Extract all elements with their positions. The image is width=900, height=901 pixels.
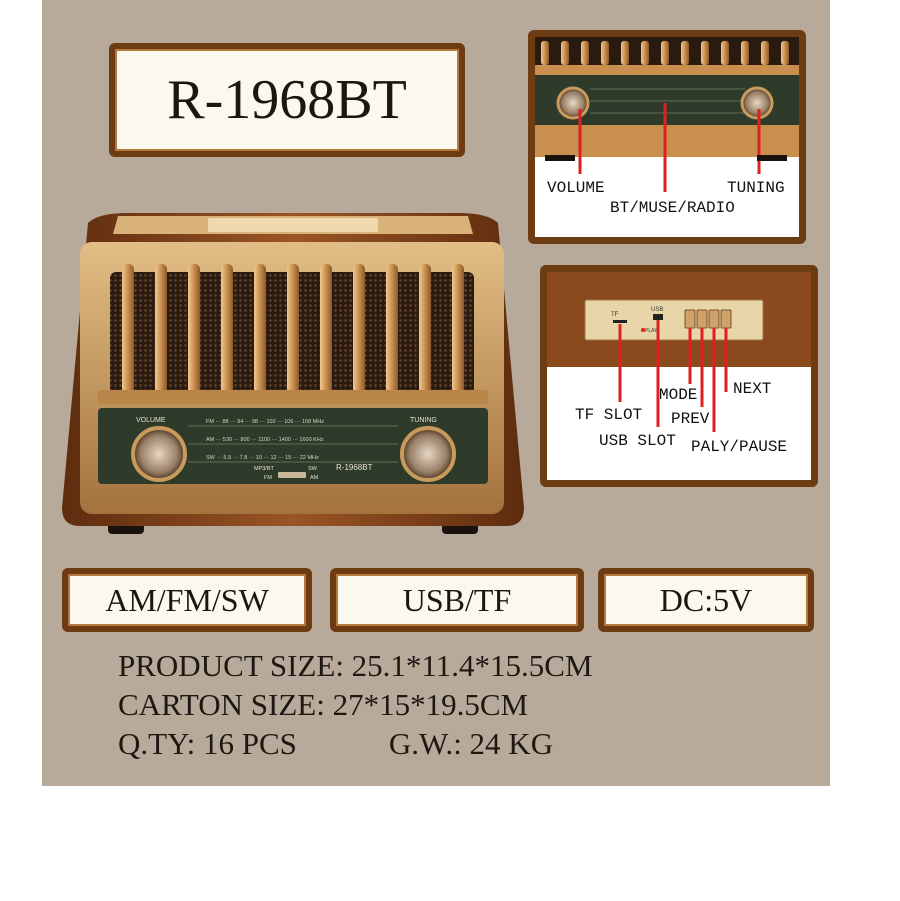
front-photo-volume-knob bbox=[556, 86, 590, 120]
play-mark: PLAY bbox=[645, 328, 658, 334]
dial-tuning-label: TUNING bbox=[410, 417, 437, 424]
feature-box-power: DC:5V bbox=[598, 568, 814, 632]
grille-bar bbox=[353, 264, 365, 394]
feature-usb-tf: USB/TF bbox=[402, 581, 512, 618]
front-photo-grille-bar bbox=[621, 41, 629, 65]
grille-bar bbox=[221, 264, 233, 394]
volume-knob[interactable] bbox=[131, 426, 187, 482]
qty-weight-row: Q.TY: 16 PCS G.W.: 24 KG bbox=[118, 724, 593, 763]
front-photo-grille-bar bbox=[781, 41, 789, 65]
quantity: Q.TY: 16 PCS bbox=[118, 726, 297, 761]
play-pause-callout: PALY/PAUSE bbox=[691, 438, 788, 456]
back-panel-photo: TF USB PLAY bbox=[547, 272, 811, 432]
grille-bar bbox=[452, 264, 464, 394]
back-panel-inset: TF USB PLAY TF SLOT USB SLOT MODE PREV P… bbox=[540, 265, 818, 487]
front-photo-grille-bar bbox=[541, 41, 549, 65]
front-controls-inset: VOLUME BT/MUSE/RADIO TUNING bbox=[528, 30, 806, 244]
gross-weight: G.W.: 24 KG bbox=[388, 726, 554, 761]
dial-mp3-bt-mark: MP3/BT bbox=[254, 466, 275, 472]
grille-bar bbox=[254, 264, 266, 394]
front-photo-grille-bar bbox=[601, 41, 609, 65]
model-name-box: R-1968BT bbox=[109, 43, 465, 157]
tf-slot-mark: TF bbox=[611, 312, 619, 318]
grille-base bbox=[98, 390, 488, 404]
specs-block: PRODUCT SIZE: 25.1*11.4*15.5CM CARTON SI… bbox=[118, 646, 593, 763]
usb-slot-mark: USB bbox=[651, 307, 663, 313]
grille-bars bbox=[122, 264, 464, 394]
prev-callout: PREV bbox=[671, 410, 710, 428]
back-photo-plate bbox=[584, 299, 764, 341]
front-photo-grille-bar bbox=[741, 41, 749, 65]
usb-slot[interactable] bbox=[653, 314, 663, 320]
dial-scale-lines bbox=[188, 425, 398, 463]
front-photo-tuning-knob bbox=[740, 86, 774, 120]
dial-sw-mark: SW bbox=[308, 466, 318, 472]
front-photo-grille-bar bbox=[761, 41, 769, 65]
dial-fm-scale: FM ··· 88 ··· 94 ··· 98 ··· 102 ··· 106 … bbox=[206, 419, 324, 425]
radio-top-display bbox=[208, 218, 378, 232]
grille-bar bbox=[287, 264, 299, 394]
dial-am-mark: AM bbox=[310, 475, 319, 481]
radio-illustration: FM ··· 88 ··· 94 ··· 98 ··· 102 ··· 106 … bbox=[62, 213, 524, 534]
dial-am-scale: AM ··· 530 ··· 800 ··· 1100 ··· 1400 ···… bbox=[206, 437, 324, 443]
dial-fm-mark: FM bbox=[264, 475, 272, 481]
front-photo-grille-bar bbox=[561, 41, 569, 65]
tuning-callout: TUNING bbox=[727, 179, 785, 197]
grille-bar bbox=[419, 264, 431, 394]
product-size: PRODUCT SIZE: 25.1*11.4*15.5CM bbox=[118, 648, 593, 683]
front-photo-grille-bar bbox=[721, 41, 729, 65]
grille-bar bbox=[386, 264, 398, 394]
feature-power: DC:5V bbox=[659, 581, 753, 618]
next-callout: NEXT bbox=[733, 380, 772, 398]
front-photo-grille-bar bbox=[701, 41, 709, 65]
volume-callout: VOLUME bbox=[547, 179, 605, 197]
tuning-knob[interactable] bbox=[400, 426, 456, 482]
front-photo-grille-bars bbox=[541, 41, 789, 65]
mode-callout: MODE bbox=[659, 386, 698, 404]
usb-slot-callout: USB SLOT bbox=[599, 432, 676, 450]
feature-box-bands: AM/FM/SW bbox=[62, 568, 312, 632]
dial-volume-label: VOLUME bbox=[136, 417, 166, 424]
front-photo-grille-bar bbox=[661, 41, 669, 65]
front-photo-grille-bar bbox=[581, 41, 589, 65]
feature-box-usb-tf: USB/TF bbox=[330, 568, 584, 632]
front-callout-lines bbox=[578, 103, 761, 192]
front-photo-grille-bar bbox=[681, 41, 689, 65]
dial-sw-scale: SW ··· 5.9 ··· 7.8 ··· 10 ··· 12 ··· 15 … bbox=[206, 455, 319, 461]
feature-bands: AM/FM/SW bbox=[105, 581, 269, 618]
grille-bar bbox=[320, 264, 332, 394]
grille-bar bbox=[122, 264, 134, 394]
dial-model-label: R-1968BT bbox=[336, 463, 373, 472]
back-callout-lines bbox=[618, 320, 728, 432]
front-photo-grille-bar bbox=[641, 41, 649, 65]
tf-slot[interactable] bbox=[613, 320, 627, 323]
carton-size: CARTON SIZE: 27*15*19.5CM bbox=[118, 687, 529, 722]
dial-panel bbox=[98, 408, 488, 484]
front-photo-dial-lines bbox=[590, 88, 745, 114]
tf-slot-callout: TF SLOT bbox=[575, 406, 643, 424]
grille-bar bbox=[155, 264, 167, 394]
grille-bar bbox=[188, 264, 200, 394]
front-photo-trim bbox=[535, 65, 799, 75]
play-led bbox=[641, 328, 645, 332]
front-controls-photo bbox=[535, 37, 799, 192]
mode-switch-callout: BT/MUSE/RADIO bbox=[610, 199, 735, 217]
front-photo-feet bbox=[757, 155, 787, 161]
model-name: R-1968BT bbox=[167, 69, 407, 131]
mode-switch[interactable] bbox=[278, 472, 306, 478]
front-photo-feet bbox=[545, 155, 575, 161]
